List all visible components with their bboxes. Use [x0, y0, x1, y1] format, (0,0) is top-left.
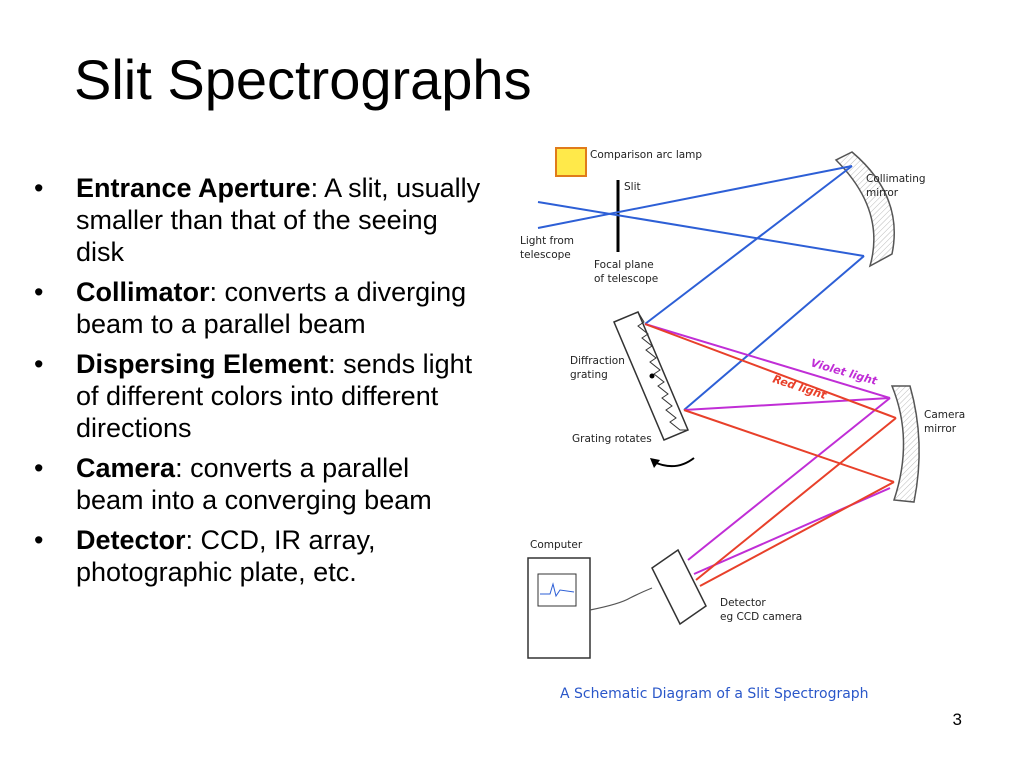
detector-cable [589, 587, 653, 611]
bullet-list: • Entrance Aperture: A slit, usually smal… [34, 172, 484, 596]
bullet-glyph: • [34, 173, 44, 203]
detector-icon [651, 548, 707, 626]
diffraction-grating-icon [613, 311, 689, 441]
camera-mirror-icon [890, 385, 920, 503]
label-computer: Computer [530, 539, 583, 551]
bullet-glyph: • [34, 525, 44, 555]
spectrum-trace-icon [540, 582, 575, 598]
rotate-arrowhead-icon [650, 458, 660, 468]
label-light-from-1: Light from [520, 235, 574, 247]
red-beams [644, 323, 897, 587]
computer-screen-icon [537, 573, 577, 607]
blue-beams [537, 165, 865, 411]
bullet-text: : A slit, usually smaller than that of t… [76, 173, 481, 267]
label-grating-rotates: Grating rotates [572, 433, 652, 445]
label-detector-1: Detector [720, 597, 766, 609]
label-light-from-2: telescope [520, 249, 571, 261]
label-collimating-1: Collimating [866, 173, 926, 185]
collimating-mirror-icon [834, 151, 895, 268]
label-diffraction-1: Diffraction [570, 355, 625, 367]
slide-title: Slit Spectrographs [74, 48, 532, 111]
bullet-term: Camera [76, 453, 176, 483]
bullet-collimator: • Collimator: converts a diverging beam t… [34, 276, 484, 340]
bullet-camera: • Camera: converts a parallel beam into a… [34, 452, 484, 516]
bullet-term: Dispersing Element [76, 349, 329, 379]
bullet-term: Collimator [76, 277, 210, 307]
bullet-text: : converts a diverging beam to a paralle… [76, 277, 467, 339]
bullet-text: : CCD, IR array, photographic plate, etc… [76, 525, 376, 587]
spectrograph-diagram: Comparison arc lamp Slit Light from tele… [520, 147, 965, 702]
violet-beams [644, 323, 891, 575]
label-diffraction-2: grating [570, 369, 608, 381]
label-camera-2: mirror [924, 423, 957, 435]
rotate-arrow-icon [653, 457, 695, 468]
arc-lamp-icon [555, 147, 587, 177]
label-comparison-arc-lamp: Comparison arc lamp [590, 149, 702, 161]
diagram-caption: A Schematic Diagram of a Slit Spectrogra… [560, 686, 869, 702]
bullet-dispersing-element: • Dispersing Element: sends light of diff… [34, 348, 484, 444]
computer-icon [527, 557, 591, 659]
bullet-glyph: • [34, 453, 44, 483]
bullet-glyph: • [34, 277, 44, 307]
bullet-entrance-aperture: • Entrance Aperture: A slit, usually smal… [34, 172, 484, 268]
label-slit: Slit [624, 181, 641, 193]
label-collimating-2: mirror [866, 187, 899, 199]
bullet-text: : converts a parallel beam into a conver… [76, 453, 432, 515]
label-focal-plane-1: Focal plane [594, 259, 654, 271]
bullet-detector: • Detector: CCD, IR array, photographic p… [34, 524, 484, 588]
bullet-term: Entrance Aperture [76, 173, 311, 203]
bullet-glyph: • [34, 349, 44, 379]
bullet-text: : sends light of different colors into d… [76, 349, 473, 443]
label-camera-1: Camera [924, 409, 965, 421]
label-detector-2: eg CCD camera [720, 611, 802, 623]
slide-number: 3 [952, 710, 962, 729]
bullet-term: Detector [76, 525, 186, 555]
label-focal-plane-2: of telescope [594, 273, 658, 285]
